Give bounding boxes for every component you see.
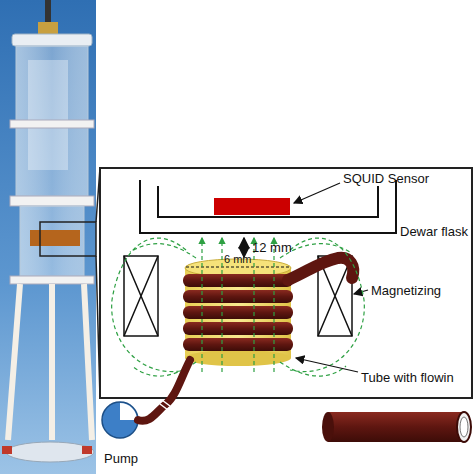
pump-symbol xyxy=(102,402,138,438)
feed-tube xyxy=(138,360,190,421)
tube-coil xyxy=(183,258,353,351)
dimension-label: 6 mm xyxy=(224,252,252,267)
inset-frame xyxy=(100,168,472,398)
part-label: Magnetizing xyxy=(371,283,441,298)
part-label: SQUID Sensor xyxy=(343,171,429,186)
photo-background xyxy=(0,0,96,474)
dewar-inner-wall xyxy=(158,186,378,217)
leader-arrow xyxy=(354,290,368,294)
apparatus-photo xyxy=(2,0,94,462)
zoom-marker xyxy=(40,222,96,256)
dimension-label: 12 mm xyxy=(252,240,292,255)
part-label: Pump xyxy=(104,451,138,466)
squid-sensor xyxy=(214,198,290,215)
leader-arrow xyxy=(296,358,358,372)
leader-arrow xyxy=(294,183,340,203)
tube-break xyxy=(160,400,170,410)
part-label: Dewar flask xyxy=(400,224,468,239)
field-line xyxy=(112,238,365,376)
dewar-outer-wall xyxy=(140,180,396,233)
part-label: Tube with flowin xyxy=(361,370,454,385)
tube-detail xyxy=(322,412,471,442)
